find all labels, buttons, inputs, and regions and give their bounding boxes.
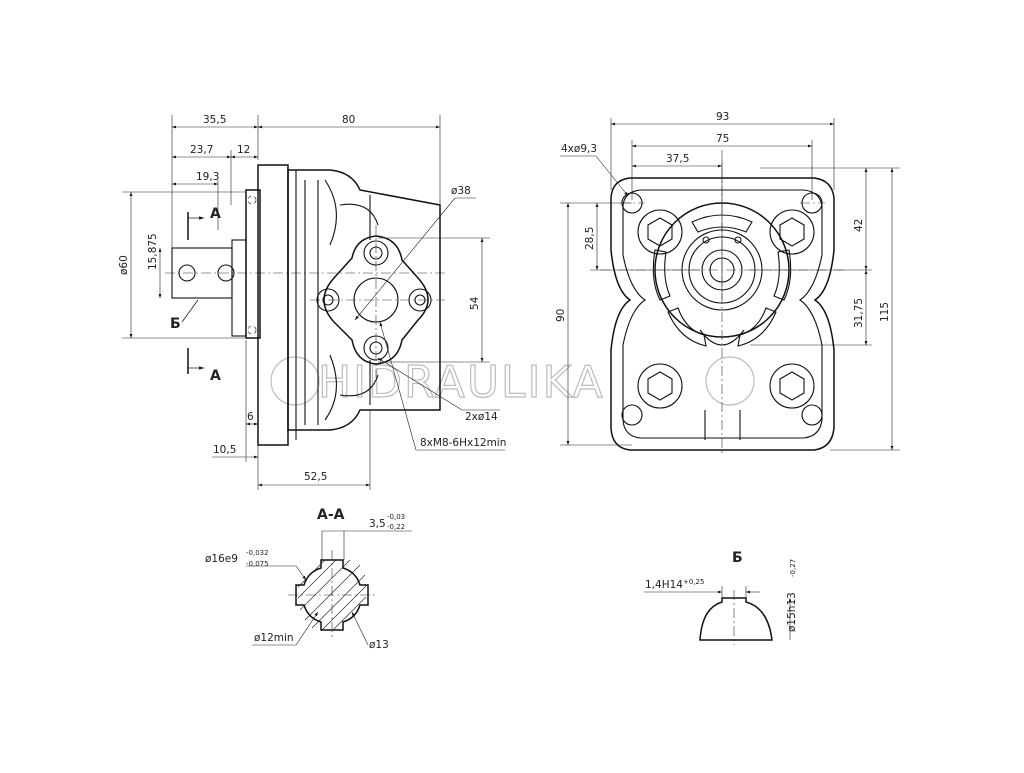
detail-b: Б 1,4H14 +0,25 ø15h13 -0,27 bbox=[644, 550, 798, 645]
shaft-diam: ø16e9 bbox=[205, 553, 238, 565]
detail-b-title: Б bbox=[732, 550, 743, 566]
shaft-tol-upper: -0,032 bbox=[246, 549, 269, 557]
key-width: 3,5 bbox=[369, 518, 386, 530]
dim-4x9-3: 4xø9,3 bbox=[561, 143, 597, 155]
groove-tol: +0,25 bbox=[683, 578, 704, 586]
dim-23-7: 23,7 bbox=[190, 144, 213, 156]
dim-75: 75 bbox=[716, 133, 729, 145]
section-hatch bbox=[297, 559, 367, 631]
dim-37-5: 37,5 bbox=[666, 153, 689, 165]
dim-10-5: 10,5 bbox=[213, 444, 236, 456]
dim-6: 6 bbox=[247, 411, 254, 423]
watermark: HIDRAULIKA bbox=[270, 356, 755, 409]
dim-2x14: 2xø14 bbox=[465, 411, 498, 423]
dim-12: 12 bbox=[237, 144, 250, 156]
detail-diam-tol: -0,27 bbox=[789, 559, 797, 577]
dim-19-3: 19,3 bbox=[196, 171, 219, 183]
front-view: 93 75 37,5 4xø9,3 90 28,5 115 42 31,75 bbox=[555, 111, 900, 455]
dim-54: 54 bbox=[469, 296, 481, 310]
dim-80: 80 bbox=[342, 114, 355, 126]
dim-93: 93 bbox=[716, 111, 729, 123]
key-tol-upper: -0,03 bbox=[387, 513, 405, 521]
dim-31-75: 31,75 bbox=[853, 298, 865, 328]
dim-28-5: 28,5 bbox=[584, 227, 596, 250]
side-view: 35,5 80 23,7 12 19,3 ø60 15,875 A A Б bbox=[118, 114, 506, 490]
groove-dim: 1,4H14 bbox=[645, 579, 683, 591]
section-aa-title: A-A bbox=[317, 507, 345, 523]
shaft-tol-lower: -0,075 bbox=[246, 560, 269, 568]
dim-42: 42 bbox=[853, 219, 865, 232]
dim-diam-60: ø60 bbox=[118, 255, 130, 275]
dim-threads: 8xM8-6Hx12min bbox=[420, 437, 506, 449]
dim-90: 90 bbox=[555, 309, 567, 322]
dim-52-5: 52,5 bbox=[304, 471, 327, 483]
dim-115: 115 bbox=[879, 302, 891, 322]
watermark-text: HIDRAULIKA bbox=[318, 357, 605, 408]
key-tol-lower: -0,22 bbox=[387, 523, 405, 531]
spline-diam: ø13 bbox=[369, 639, 389, 651]
dim-35-5: 35,5 bbox=[203, 114, 226, 126]
section-marker-top: A bbox=[210, 206, 221, 222]
section-aa: A-A 3,5 -0,03 -0,22 ø16e9 -0,032 -0,075 … bbox=[205, 507, 412, 651]
section-marker-bottom: A bbox=[210, 368, 221, 384]
dim-15-875: 15,875 bbox=[147, 233, 159, 270]
inner-min: ø12min bbox=[254, 632, 294, 644]
detail-marker-b: Б bbox=[170, 316, 181, 332]
detail-diam: ø15h13 bbox=[786, 592, 798, 632]
dim-port-38: ø38 bbox=[451, 185, 471, 197]
